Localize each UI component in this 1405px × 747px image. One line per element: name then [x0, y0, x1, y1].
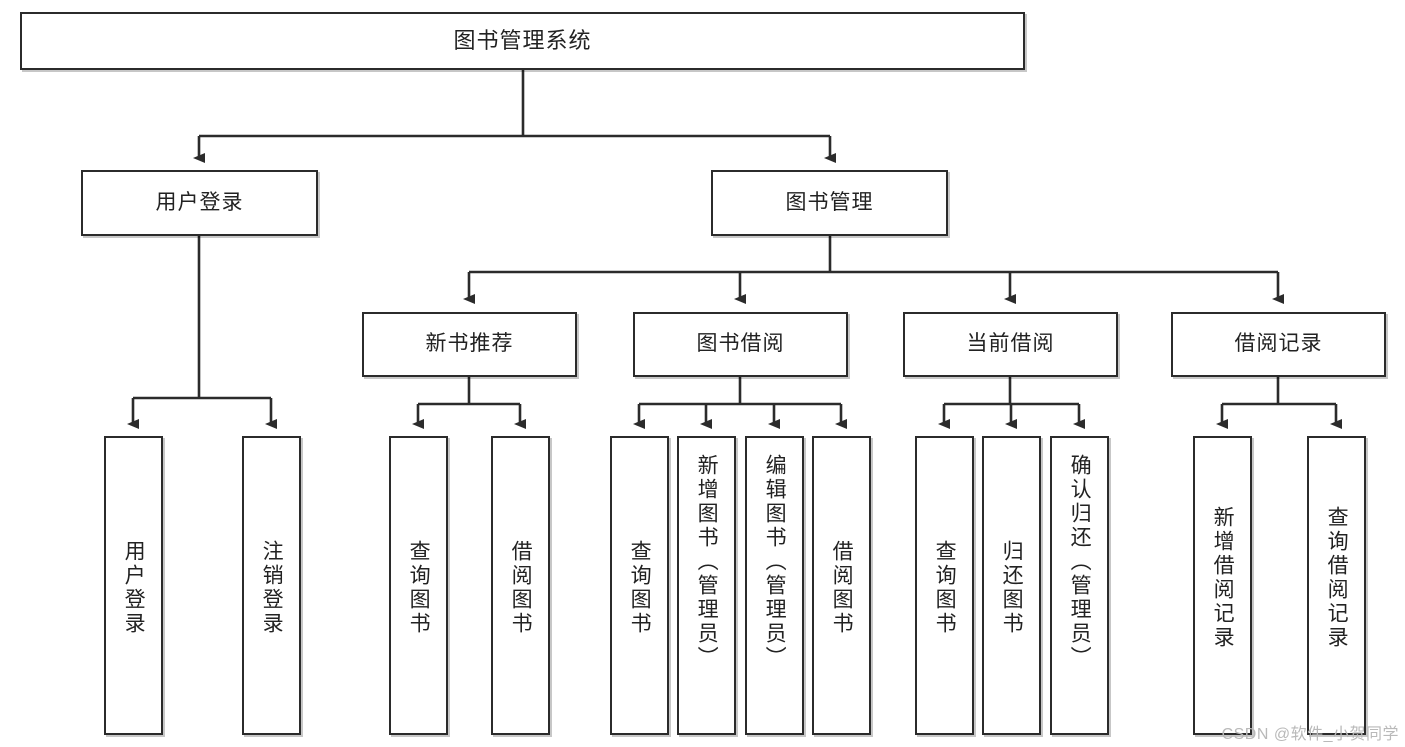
leaf-add-record[interactable]: 新增借阅记录 — [1193, 436, 1252, 735]
leaf-borrow-book-1[interactable]: 借阅图书 — [491, 436, 550, 735]
node-current-borrow-label: 当前借阅 — [966, 332, 1055, 356]
leaf-edit-book[interactable]: 编辑图书（管理员） — [745, 436, 804, 735]
node-borrow-record[interactable]: 借阅记录 — [1171, 312, 1386, 377]
node-book-borrow-label: 图书借阅 — [696, 332, 785, 356]
leaf-query-book-3-label: 查询图书 — [933, 540, 957, 636]
leaf-query-book-1-label: 查询图书 — [407, 540, 431, 636]
watermark: CSDN @软件_小贺同学 — [1221, 726, 1399, 743]
leaf-return-book[interactable]: 归还图书 — [982, 436, 1041, 735]
leaf-confirm-return[interactable]: 确认归还（管理员） — [1050, 436, 1109, 735]
node-root-label: 图书管理系统 — [453, 28, 592, 54]
leaf-edit-book-label: 编辑图书（管理员） — [763, 454, 787, 670]
leaf-query-record-label: 查询借阅记录 — [1325, 506, 1349, 650]
node-new-book-rec[interactable]: 新书推荐 — [362, 312, 577, 377]
leaf-user-login[interactable]: 用户登录 — [104, 436, 163, 735]
leaf-query-record[interactable]: 查询借阅记录 — [1307, 436, 1366, 735]
leaf-return-book-label: 归还图书 — [1000, 540, 1024, 636]
leaf-query-book-1[interactable]: 查询图书 — [389, 436, 448, 735]
node-current-borrow[interactable]: 当前借阅 — [903, 312, 1118, 377]
node-book-manage[interactable]: 图书管理 — [711, 170, 948, 236]
node-user-login-label: 用户登录 — [155, 190, 244, 214]
leaf-user-logout[interactable]: 注销登录 — [242, 436, 301, 735]
leaf-borrow-book-2[interactable]: 借阅图书 — [812, 436, 871, 735]
leaf-add-record-label: 新增借阅记录 — [1211, 506, 1235, 650]
leaf-add-book[interactable]: 新增图书（管理员） — [677, 436, 736, 735]
leaf-confirm-return-label: 确认归还（管理员） — [1068, 454, 1092, 670]
leaf-user-login-label: 用户登录 — [122, 540, 146, 636]
node-book-borrow[interactable]: 图书借阅 — [633, 312, 848, 377]
leaf-query-book-3[interactable]: 查询图书 — [915, 436, 974, 735]
node-borrow-record-label: 借阅记录 — [1234, 332, 1323, 356]
node-new-book-rec-label: 新书推荐 — [425, 332, 514, 356]
leaf-query-book-2[interactable]: 查询图书 — [610, 436, 669, 735]
leaf-add-book-label: 新增图书（管理员） — [695, 454, 719, 670]
node-book-manage-label: 图书管理 — [785, 190, 874, 214]
leaf-query-book-2-label: 查询图书 — [628, 540, 652, 636]
node-root[interactable]: 图书管理系统 — [20, 12, 1025, 70]
node-user-login[interactable]: 用户登录 — [81, 170, 318, 236]
leaf-borrow-book-2-label: 借阅图书 — [830, 540, 854, 636]
leaf-user-logout-label: 注销登录 — [260, 540, 284, 636]
leaf-borrow-book-1-label: 借阅图书 — [509, 540, 533, 636]
